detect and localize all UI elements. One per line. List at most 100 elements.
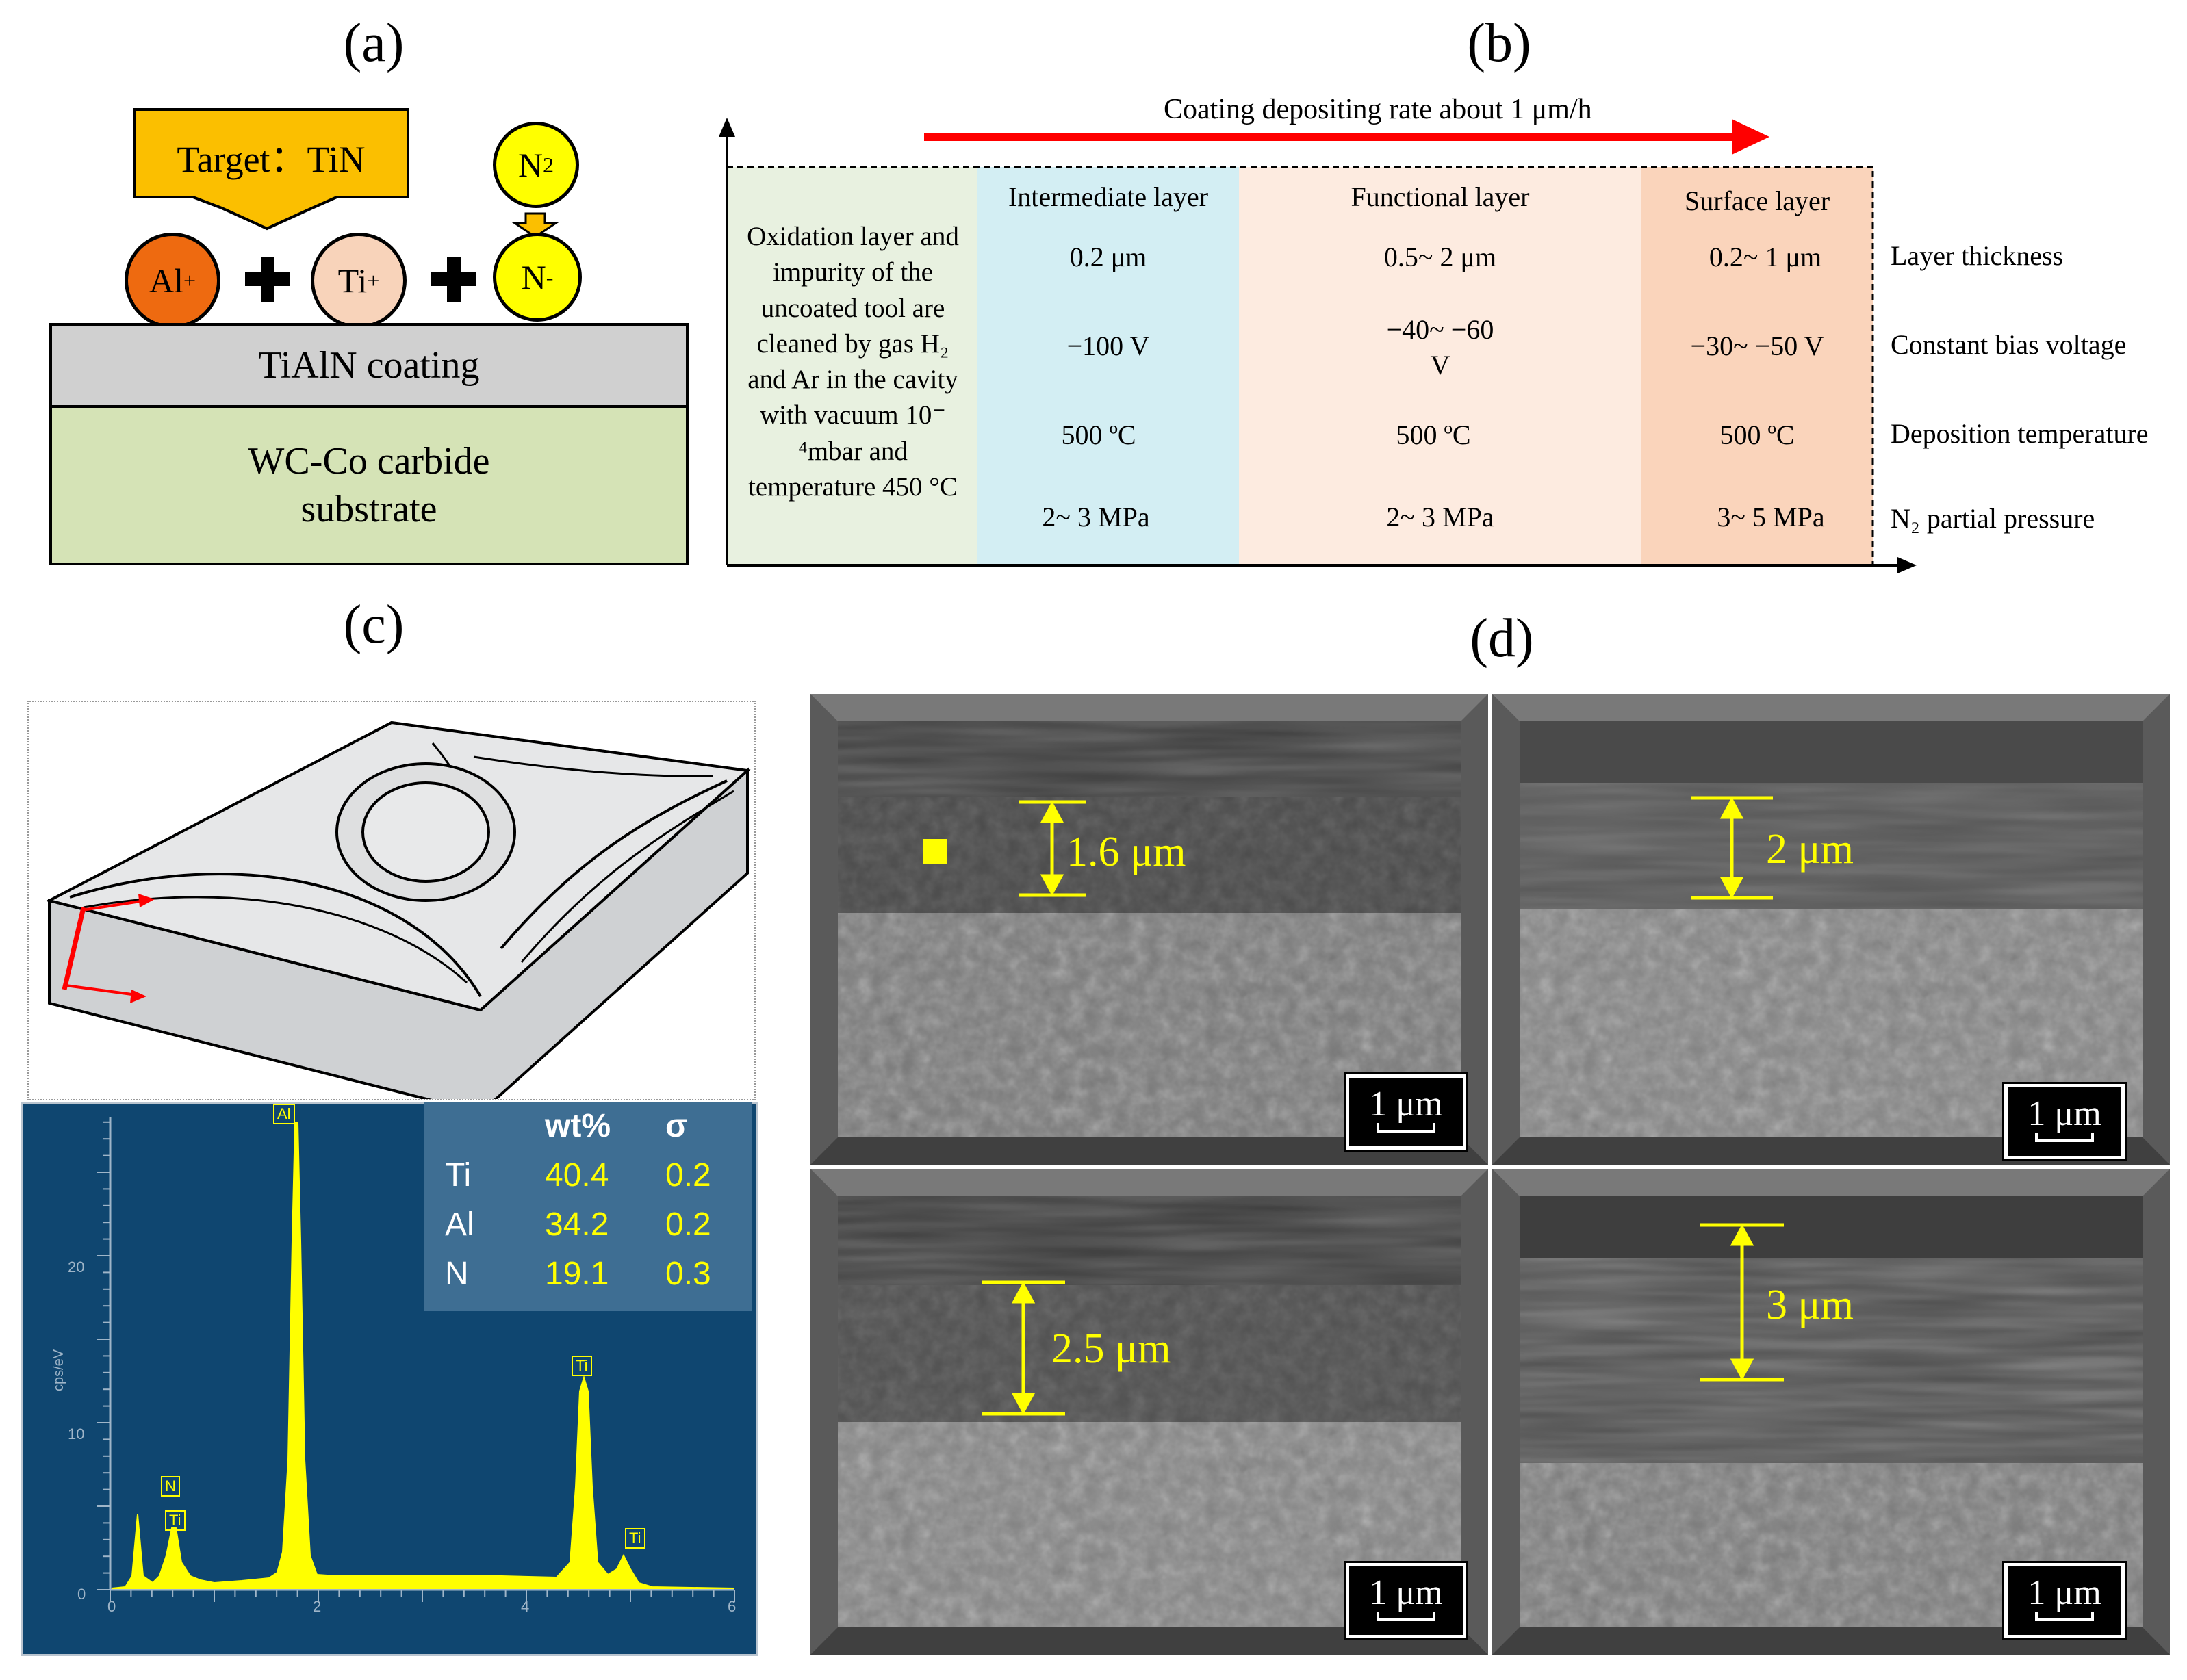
thickness-label-4: 3 μm bbox=[1766, 1282, 1854, 1328]
n2-arrow-icon bbox=[511, 212, 559, 238]
coating-label: TiAlN coating bbox=[258, 344, 480, 387]
ti-ion: Ti+ bbox=[311, 233, 407, 328]
rate-arrow-head-icon bbox=[1732, 119, 1769, 155]
eds-spectrum-chart bbox=[97, 1117, 735, 1602]
eds-wt-value: 40.4 bbox=[545, 1157, 609, 1193]
ti-ion-charge: + bbox=[367, 268, 380, 293]
n-ion: N- bbox=[493, 233, 582, 322]
eds-table-header: wt% σ bbox=[424, 1107, 752, 1155]
n-ion-label: N bbox=[521, 258, 546, 296]
peak-label-al: Al bbox=[273, 1104, 295, 1124]
eds-header-sigma: σ bbox=[665, 1108, 688, 1144]
eds-element: N bbox=[445, 1256, 469, 1292]
scale-bar bbox=[1377, 1612, 1435, 1621]
functional-pressure: 2~ 3 MPa bbox=[1386, 502, 1494, 532]
surface-thickness: 0.2~ 1 μm bbox=[1709, 242, 1822, 272]
thickness-label-1: 1.6 μm bbox=[1066, 829, 1186, 875]
panel-label-b: (b) bbox=[1467, 13, 1531, 73]
thickness-label-3: 2.5 μm bbox=[1051, 1326, 1171, 1372]
x-tick-2: 2 bbox=[313, 1598, 322, 1615]
cleaning-column bbox=[727, 167, 977, 565]
eds-sigma-value: 0.2 bbox=[665, 1157, 711, 1193]
scale-bar-badge: 1 μm bbox=[1344, 1072, 1468, 1152]
intermediate-thickness: 0.2 μm bbox=[1069, 242, 1147, 272]
y-tick-20: 20 bbox=[68, 1258, 85, 1276]
plus-icon bbox=[431, 257, 476, 302]
al-ion-label: Al bbox=[149, 261, 183, 300]
scale-bar-badge: 1 μm bbox=[2002, 1082, 2127, 1161]
deposition-rate-label: Coating depositing rate about 1 μm/h bbox=[1164, 94, 1592, 125]
functional-bias: −40~ −60 bbox=[1386, 314, 1494, 345]
intermediate-temperature: 500 ºC bbox=[1061, 419, 1136, 450]
intermediate-bias: −100 V bbox=[1066, 331, 1150, 361]
surface-bias: −30~ −50 V bbox=[1690, 331, 1824, 361]
surface-temperature: 500 ºC bbox=[1719, 419, 1795, 450]
functional-bias-unit: V bbox=[1430, 350, 1450, 380]
cleaning-line: and Ar in the cavity bbox=[747, 365, 958, 394]
peak-label-ti: Ti bbox=[165, 1510, 186, 1531]
panel-label-c: (c) bbox=[343, 595, 405, 655]
x-tick-4: 4 bbox=[521, 1598, 530, 1615]
panel-a-graphics bbox=[133, 108, 559, 302]
y-tick-10: 10 bbox=[68, 1425, 85, 1443]
scale-bar-badge: 1 μm bbox=[2002, 1561, 2127, 1640]
cutting-insert-drawing bbox=[45, 721, 751, 1115]
insert-drawing-frame bbox=[27, 701, 756, 1115]
surface-column bbox=[1641, 167, 1873, 565]
panel-label-d: (d) bbox=[1470, 608, 1534, 669]
scale-bar-label: 1 μm bbox=[1369, 1085, 1443, 1124]
y-axis-arrow-icon bbox=[719, 118, 735, 137]
cleaning-line: cleaned by gas H₂ bbox=[756, 328, 949, 359]
cleaning-description: Oxidation layer and impurity of the unco… bbox=[730, 219, 976, 505]
x-tick-6: 6 bbox=[728, 1598, 737, 1615]
intermediate-pressure: 2~ 3 MPa bbox=[1042, 502, 1150, 532]
x-axis-arrow-icon bbox=[1897, 557, 1917, 573]
sem-image-1 bbox=[810, 694, 1488, 1165]
ti-ion-label: Ti bbox=[337, 261, 368, 300]
scale-bar-label: 1 μm bbox=[2028, 1573, 2101, 1612]
y-tick-0: 0 bbox=[77, 1586, 86, 1603]
n2-label: N bbox=[517, 146, 543, 184]
substrate-label-line2: substrate bbox=[300, 488, 437, 530]
eds-wt-value: 34.2 bbox=[545, 1206, 609, 1243]
surface-pressure: 3~ 5 MPa bbox=[1717, 502, 1825, 532]
functional-column bbox=[1239, 167, 1641, 565]
eds-header-wt: wt% bbox=[545, 1108, 611, 1144]
eds-table-row: Ti 40.4 0.2 bbox=[424, 1156, 752, 1204]
eds-element: Al bbox=[445, 1206, 474, 1243]
cleaning-line: uncoated tool are bbox=[760, 293, 945, 323]
scale-bar-badge: 1 μm bbox=[1344, 1561, 1468, 1640]
scale-bar bbox=[1377, 1123, 1435, 1133]
thickness-label-2: 2 μm bbox=[1766, 826, 1854, 873]
n-ion-charge: - bbox=[546, 264, 554, 289]
dashed-frame bbox=[727, 166, 1874, 565]
al-ion: Al+ bbox=[125, 233, 220, 328]
scale-bar-label: 1 μm bbox=[2028, 1094, 2101, 1133]
cleaning-line: Oxidation layer and bbox=[747, 222, 959, 251]
cleaning-line: with vacuum 10⁻ bbox=[760, 400, 946, 430]
eds-table-row: N 19.1 0.3 bbox=[424, 1255, 752, 1303]
scale-bar-label: 1 μm bbox=[1369, 1573, 1443, 1612]
functional-header: Functional layer bbox=[1351, 181, 1530, 212]
eds-sigma-value: 0.3 bbox=[665, 1256, 711, 1292]
eds-table-row: Al 34.2 0.2 bbox=[424, 1206, 752, 1254]
functional-thickness: 0.5~ 2 μm bbox=[1383, 242, 1497, 272]
peak-label-ti: Ti bbox=[625, 1528, 645, 1549]
surface-header: Surface layer bbox=[1684, 185, 1830, 216]
property-layer-thickness: Layer thickness bbox=[1891, 240, 2064, 271]
eds-wt-value: 19.1 bbox=[545, 1256, 609, 1292]
eds-composition-table: wt% σ Ti 40.4 0.2 Al 34.2 0.2 N 19.1 0.3 bbox=[424, 1102, 752, 1311]
peak-label-n: N bbox=[161, 1476, 180, 1497]
plus-icon bbox=[245, 257, 290, 302]
cleaning-line: impurity of the bbox=[773, 257, 933, 287]
x-tick-0: 0 bbox=[107, 1598, 116, 1615]
scale-bar bbox=[2035, 1612, 2094, 1621]
tialn-coating-layer: TiAlN coating bbox=[49, 323, 689, 408]
target-label: Target：TiN bbox=[177, 139, 366, 180]
intermediate-column bbox=[977, 167, 1239, 565]
functional-temperature: 500 ºC bbox=[1396, 419, 1471, 450]
al-ion-charge: + bbox=[183, 268, 196, 293]
